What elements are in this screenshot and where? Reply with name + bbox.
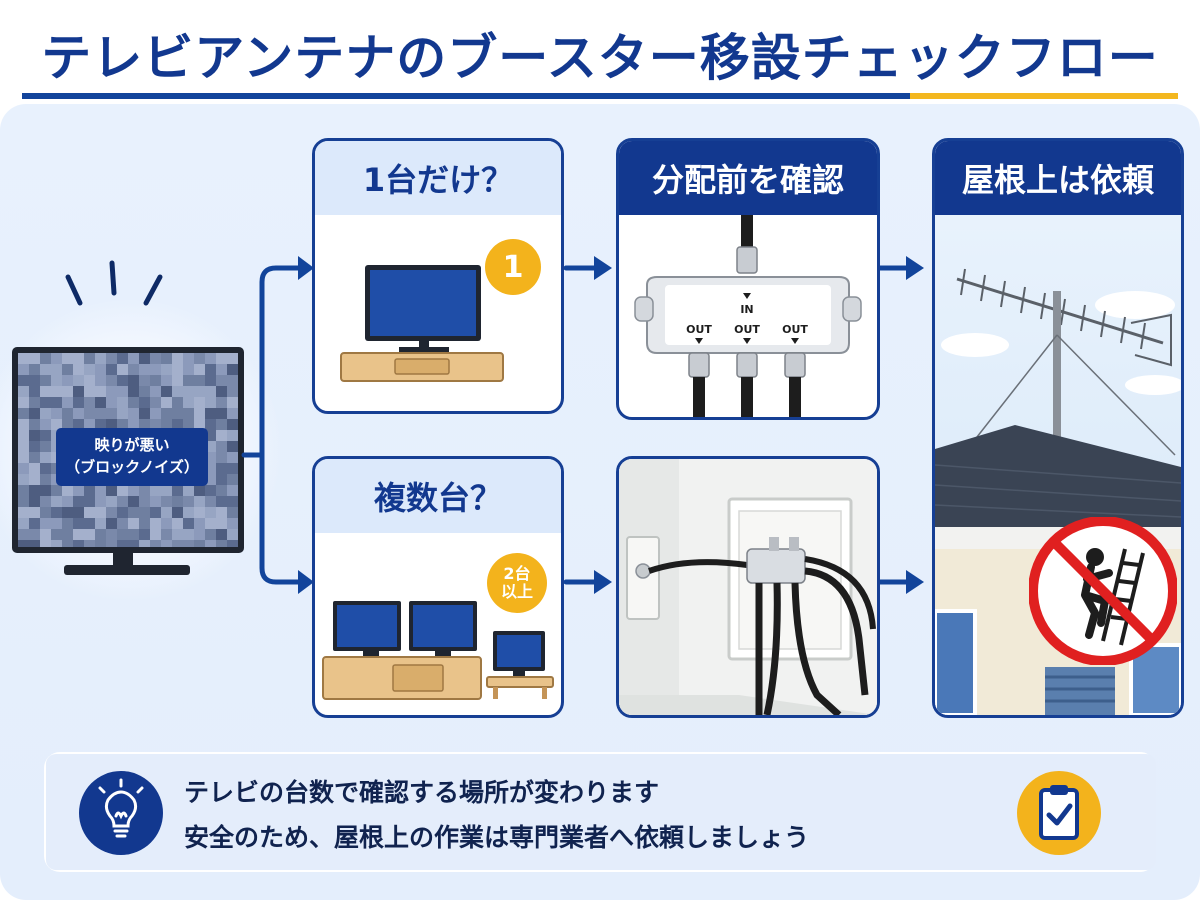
no-climbing-icon bbox=[1029, 517, 1177, 665]
step-multiple-tv-card: 複数台？ 2台 以上 bbox=[312, 456, 564, 718]
splitter-out-label-3: OUT bbox=[782, 323, 808, 336]
step-roof-card: 屋根上は依頼 bbox=[932, 138, 1184, 718]
lightbulb-icon bbox=[79, 771, 163, 855]
step-wall-card bbox=[616, 456, 880, 718]
single-count-badge: 1 bbox=[485, 239, 541, 295]
step-single-tv-card: 1台だけ？ 1 bbox=[312, 138, 564, 414]
step-roof-heading: 屋根上は依頼 bbox=[935, 141, 1181, 215]
note-line-1: テレビの台数で確認する場所が変わります bbox=[184, 778, 660, 807]
splitter-out-label-1: OUT bbox=[686, 323, 712, 336]
multiple-badge-line2: 以上 bbox=[500, 582, 533, 601]
step-splitter-card: 分配前を確認 IN OUT OUT OUT bbox=[616, 138, 880, 420]
title-underline bbox=[22, 93, 910, 99]
notes-panel bbox=[46, 754, 1156, 870]
multiple-count-badge: 2台 以上 bbox=[487, 553, 547, 613]
wall-outlet-splitter-icon bbox=[619, 459, 877, 715]
splitter-in-label: IN bbox=[740, 303, 753, 316]
tv-status-line2: （ブロックノイズ） bbox=[65, 458, 199, 476]
multiple-tvs-icon bbox=[322, 601, 554, 700]
multiple-badge-line1: 2台 bbox=[503, 563, 531, 583]
step-multiple-tv-heading: 複数台？ bbox=[315, 459, 561, 533]
tv-on-stand-icon bbox=[340, 265, 504, 382]
step-splitter-heading: 分配前を確認 bbox=[619, 141, 877, 215]
tv-status-line1: 映りが悪い bbox=[94, 436, 170, 455]
tv-status-label: 映りが悪い （ブロックノイズ） bbox=[56, 428, 208, 486]
clipboard-check-icon bbox=[1017, 771, 1101, 855]
title-underline-accent bbox=[910, 93, 1178, 99]
splitter-icon: IN OUT OUT OUT bbox=[634, 215, 862, 417]
step-single-tv-heading: 1台だけ？ bbox=[315, 141, 561, 215]
note-line-2: 安全のため、屋根上の作業は専門業者へ依頼しましょう bbox=[184, 823, 810, 852]
splitter-out-label-2: OUT bbox=[734, 323, 760, 336]
page-title: テレビアンテナのブースター移設チェックフロー bbox=[41, 29, 1159, 87]
roof-antenna-icon bbox=[935, 215, 1181, 715]
